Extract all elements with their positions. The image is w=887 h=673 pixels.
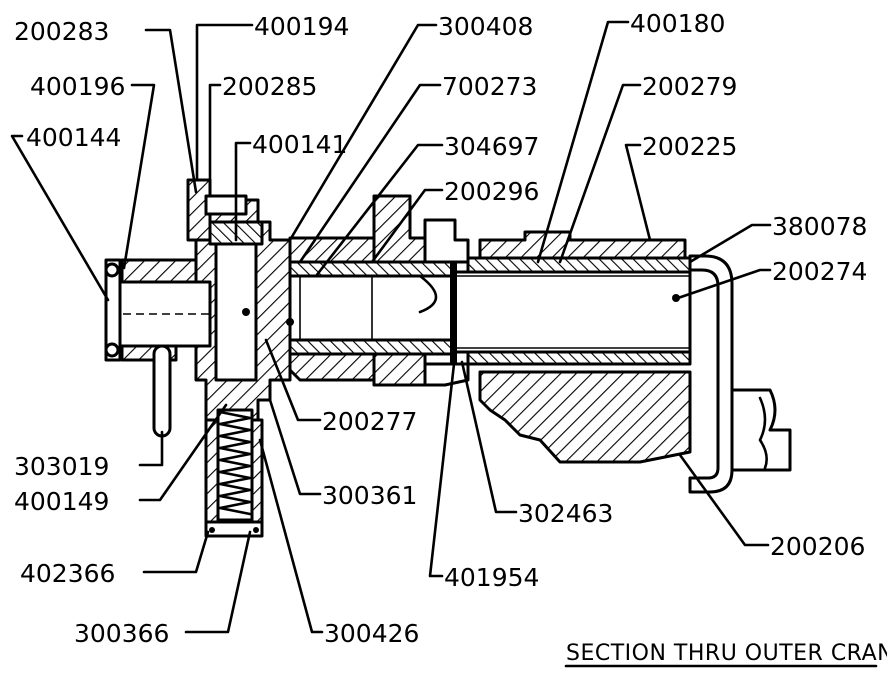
- flange-200296-lower: [372, 350, 427, 387]
- label-300408: 300408: [438, 12, 533, 41]
- label-300366: 300366: [74, 619, 169, 648]
- seal-401954: [450, 262, 457, 364]
- part-labels: 200283 400194 300408 400180 400196 20028…: [14, 9, 867, 648]
- spring-cap-dot: [209, 527, 215, 533]
- pin-dot: [242, 308, 250, 316]
- bore-spherical: [418, 274, 438, 314]
- label-200274: 200274: [772, 257, 867, 286]
- label-302463: 302463: [518, 499, 613, 528]
- leader-lines: [10, 20, 772, 634]
- spring-cap-402366: [204, 520, 264, 538]
- label-300426: 300426: [324, 619, 419, 648]
- retainer-bolt: [104, 262, 120, 278]
- label-400180: 400180: [630, 9, 725, 38]
- crank-pin-380078: [688, 254, 734, 494]
- retainer-400196: [104, 258, 122, 362]
- cap-400194: [204, 194, 248, 216]
- label-400149: 400149: [14, 487, 109, 516]
- label-300361: 300361: [322, 481, 417, 510]
- label-200296: 200296: [444, 177, 539, 206]
- collar-lower: [288, 352, 376, 382]
- label-200279: 200279: [642, 72, 737, 101]
- label-400141: 400141: [252, 130, 347, 159]
- flange-rim: [423, 218, 470, 264]
- crank-arm-200206: [478, 370, 692, 464]
- bore-inner: [284, 274, 454, 342]
- label-402366: 402366: [20, 559, 115, 588]
- crank-pin-end: [730, 388, 792, 472]
- label-700273: 700273: [442, 72, 537, 101]
- drawing-caption: SECTION THRU OUTER CRANK HUB: [564, 641, 887, 668]
- bushing-lower: [466, 350, 692, 366]
- label-400196: 400196: [30, 72, 125, 101]
- label-400144: 400144: [26, 123, 121, 152]
- label-303019: 303019: [14, 452, 109, 481]
- label-380078: 380078: [772, 212, 867, 241]
- tube-304697: [276, 260, 454, 278]
- label-200206: 200206: [770, 532, 865, 561]
- label-200285: 200285: [222, 72, 317, 101]
- caption-text: SECTION THRU OUTER CRANK HUB: [566, 641, 887, 666]
- assembly-drawing: [104, 178, 792, 538]
- tube-lower: [276, 338, 454, 356]
- label-401954: 401954: [444, 563, 539, 592]
- flange-200296: [372, 194, 427, 272]
- shaft-200274: [450, 270, 692, 354]
- pin-dot: [286, 318, 294, 326]
- label-400194: 400194: [254, 12, 349, 41]
- crank-pin-break: [758, 396, 768, 470]
- label-304697: 304697: [444, 132, 539, 161]
- retainer-bolt: [104, 342, 120, 358]
- pin-400141: [214, 238, 258, 382]
- spring-cap-dot: [253, 527, 259, 533]
- label-200283: 200283: [14, 17, 109, 46]
- label-200225: 200225: [642, 132, 737, 161]
- shaft-center-dot: [672, 294, 680, 302]
- cotter-303019: [152, 344, 172, 438]
- spring-300426: [218, 410, 252, 516]
- label-200277: 200277: [322, 407, 417, 436]
- bushing-400180: [466, 256, 692, 274]
- flange-rim-low: [423, 362, 470, 387]
